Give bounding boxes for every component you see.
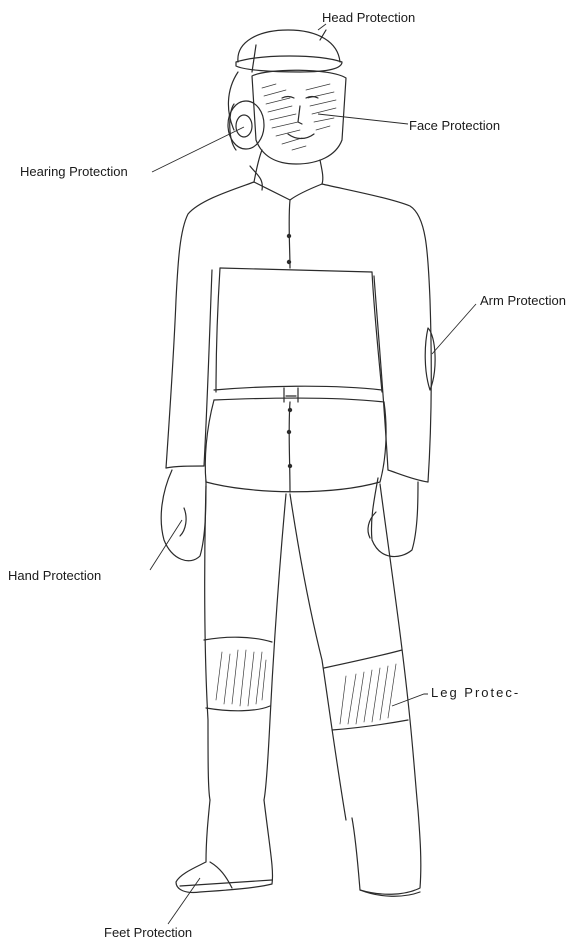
leader-hand: [150, 520, 182, 570]
label-face-protection: Face Protection: [409, 119, 500, 132]
leader-arm: [432, 304, 476, 354]
left-boot: [176, 800, 273, 893]
helmet: [236, 30, 342, 72]
left-glove: [161, 470, 206, 561]
trousers: [204, 484, 418, 820]
right-boot: [352, 810, 421, 896]
label-arm-protection: Arm Protection: [480, 294, 566, 307]
ear-muff: [228, 72, 264, 150]
label-feet-protection: Feet Protection: [104, 926, 192, 939]
label-hand-protection: Hand Protection: [8, 569, 101, 582]
leader-lines: [150, 24, 476, 924]
label-head-protection: Head Protection: [322, 11, 415, 24]
face-shield: [252, 70, 346, 164]
leader-hearing: [152, 127, 244, 172]
leader-leg: [392, 694, 428, 706]
jacket: [166, 182, 431, 492]
right-glove: [368, 478, 418, 557]
collar: [250, 150, 323, 200]
arm-pad: [425, 328, 435, 390]
label-hearing-protection: Hearing Protection: [20, 165, 128, 178]
leader-feet: [168, 878, 200, 924]
leader-face: [318, 114, 408, 124]
jacket-buttons: [287, 234, 292, 468]
label-leg-protection: Leg Protec-: [431, 686, 520, 699]
